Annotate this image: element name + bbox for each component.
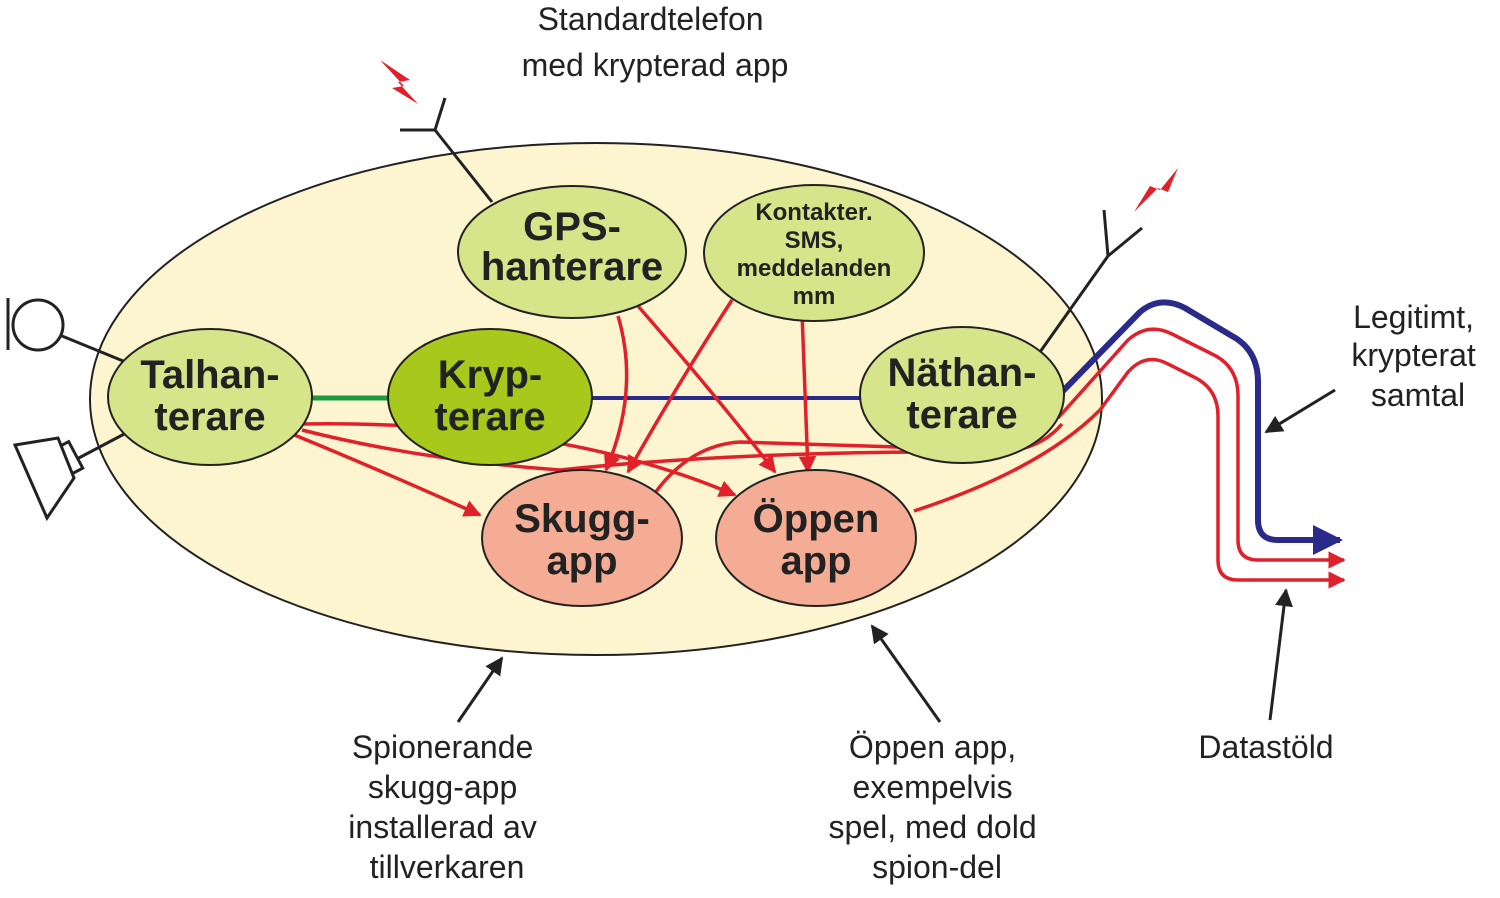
gps-manager-node: GPS-hanterare	[457, 185, 687, 319]
net-manager-node: Näthan-terare	[859, 326, 1065, 464]
svg-text:Talhan-terare: Talhan-terare	[140, 353, 279, 439]
signal-bolt-icon	[1134, 168, 1178, 212]
open-app-caption: Öppen app, exempelvis spel, med dold spi…	[828, 729, 1045, 885]
net-antenna-icon	[1038, 209, 1143, 353]
flow-shadow-to-net	[653, 440, 991, 495]
gps-antenna-icon	[400, 97, 494, 203]
microphone-icon	[6, 298, 129, 365]
shadow-pointer-arrow	[456, 656, 504, 723]
talk-manager-node: Talhan-terare	[107, 328, 313, 466]
open-pointer-arrow	[870, 624, 942, 723]
speaker-icon	[12, 430, 129, 522]
legit-pointer-arrow	[1264, 388, 1336, 434]
diagram-title: Standardtelefon med krypterad app	[522, 1, 789, 83]
svg-text:Näthan-terare: Näthan-terare	[888, 351, 1037, 437]
theft-pointer-arrow	[1268, 588, 1293, 721]
flow-contacts-to-shadow	[626, 299, 734, 474]
flow-gps-to-shadow	[604, 315, 629, 472]
data-theft-caption: Datastöld	[1198, 729, 1333, 765]
signal-bolt-icon	[380, 60, 418, 104]
legit-call-caption: Legitimt, krypterat samtal	[1351, 299, 1484, 413]
flow-gps-to-open	[636, 304, 777, 474]
shadow-app-node: Skugg-app	[481, 469, 683, 607]
theft-flow-1	[1056, 327, 1346, 569]
svg-text:GPS-hanterare: GPS-hanterare	[481, 205, 663, 289]
svg-text:Kryp-terare: Kryp-terare	[434, 353, 545, 439]
crypto-node: Kryp-terare	[387, 328, 593, 466]
shadow-app-caption: Spionerande skugg-app installerad av til…	[348, 729, 545, 885]
legit-call-flow	[1059, 299, 1343, 555]
theft-flow-2	[913, 357, 1346, 589]
svg-text:Skugg-app: Skugg-app	[514, 497, 650, 583]
flow-talk-to-shadow	[291, 432, 482, 517]
